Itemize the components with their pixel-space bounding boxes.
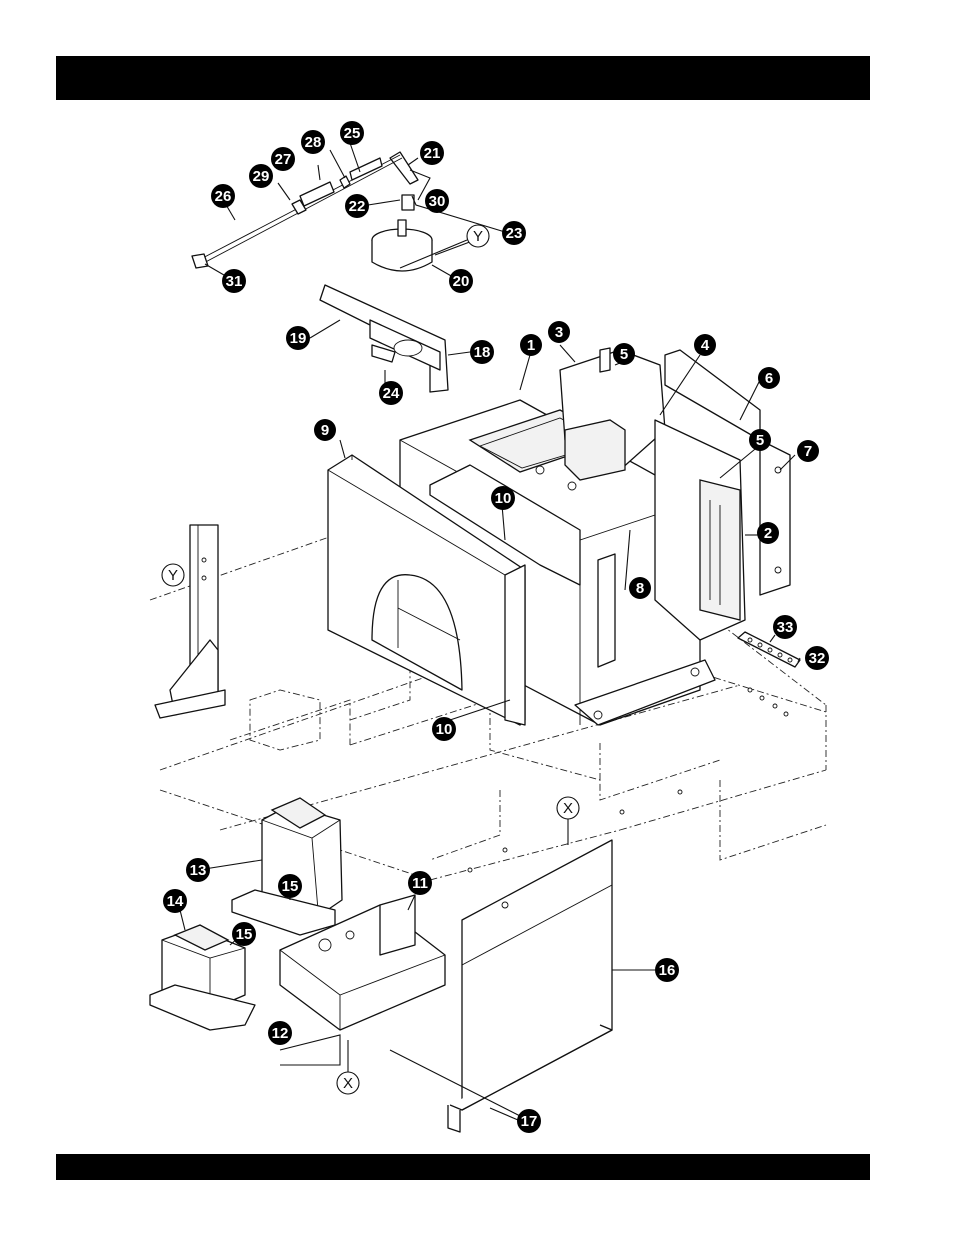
- callout-8: 8: [629, 577, 651, 599]
- ref-marker-y-left: Y: [162, 564, 184, 586]
- svg-text:8: 8: [636, 580, 644, 597]
- svg-text:27: 27: [275, 151, 292, 168]
- callout-30: 30: [425, 189, 449, 213]
- svg-text:23: 23: [506, 225, 523, 242]
- callout-16: 16: [655, 958, 679, 982]
- svg-text:33: 33: [777, 619, 794, 636]
- svg-text:15: 15: [282, 878, 299, 895]
- callout-31: 31: [222, 269, 246, 293]
- svg-text:26: 26: [215, 188, 232, 205]
- callout-18: 18: [470, 340, 494, 364]
- damper-assembly: [192, 152, 432, 271]
- callout-9: 9: [314, 419, 336, 441]
- callout-27: 27: [271, 147, 295, 171]
- callout-3: 3: [548, 321, 570, 343]
- ref-marker-x-bottom: X: [337, 1072, 359, 1094]
- svg-text:3: 3: [555, 324, 563, 341]
- callout-14: 14: [163, 889, 187, 913]
- callout-15-lower: 15: [232, 922, 256, 946]
- callout-20: 20: [449, 269, 473, 293]
- svg-text:Y: Y: [168, 567, 178, 584]
- callout-11: 11: [408, 871, 432, 895]
- svg-text:21: 21: [424, 145, 441, 162]
- svg-text:18: 18: [474, 344, 491, 361]
- svg-text:14: 14: [167, 893, 184, 910]
- svg-text:1: 1: [527, 337, 535, 354]
- svg-text:31: 31: [226, 273, 243, 290]
- svg-text:20: 20: [453, 273, 470, 290]
- callout-28: 28: [301, 130, 325, 154]
- svg-text:16: 16: [659, 962, 676, 979]
- reactor-13: [232, 798, 342, 935]
- svg-text:24: 24: [383, 385, 400, 402]
- svg-text:22: 22: [349, 198, 366, 215]
- callout-4: 4: [694, 334, 716, 356]
- callout-32: 32: [805, 646, 829, 670]
- support-post: [155, 525, 225, 718]
- svg-text:Y: Y: [473, 228, 483, 245]
- callout-17: 17: [517, 1109, 541, 1133]
- svg-text:6: 6: [765, 370, 773, 387]
- svg-text:29: 29: [253, 168, 270, 185]
- callout-10-bottom: 10: [432, 717, 456, 741]
- callout-26: 26: [211, 184, 235, 208]
- callout-19: 19: [286, 326, 310, 350]
- svg-text:X: X: [563, 800, 573, 817]
- svg-text:13: 13: [190, 862, 207, 879]
- callout-33: 33: [773, 615, 797, 639]
- svg-text:32: 32: [809, 650, 826, 667]
- svg-text:5: 5: [620, 346, 628, 363]
- svg-text:10: 10: [436, 721, 453, 738]
- svg-text:19: 19: [290, 330, 307, 347]
- cover-plate-16: [448, 840, 612, 1132]
- callout-1: 1: [520, 334, 542, 356]
- callout-6: 6: [758, 367, 780, 389]
- callout-10-top: 10: [491, 486, 515, 510]
- svg-text:28: 28: [305, 134, 322, 151]
- callout-13: 13: [186, 858, 210, 882]
- callout-15-upper: 15: [278, 874, 302, 898]
- callout-25: 25: [340, 121, 364, 145]
- svg-text:15: 15: [236, 926, 253, 943]
- callout-2: 2: [757, 522, 779, 544]
- ref-marker-y-top: Y: [467, 225, 489, 247]
- svg-text:11: 11: [412, 875, 428, 892]
- callout-12: 12: [268, 1021, 292, 1045]
- svg-text:7: 7: [804, 443, 812, 460]
- mount-bracket: [320, 285, 448, 392]
- svg-text:30: 30: [429, 193, 446, 210]
- callout-23: 23: [502, 221, 526, 245]
- svg-text:4: 4: [701, 337, 710, 354]
- callout-5-top: 5: [613, 343, 635, 365]
- svg-text:5: 5: [756, 432, 764, 449]
- svg-text:25: 25: [344, 125, 361, 142]
- svg-text:X: X: [343, 1075, 353, 1092]
- svg-text:12: 12: [272, 1025, 289, 1042]
- svg-text:9: 9: [321, 422, 329, 439]
- callout-24: 24: [379, 381, 403, 405]
- svg-text:10: 10: [495, 490, 512, 507]
- callout-22: 22: [345, 194, 369, 218]
- svg-text:2: 2: [764, 525, 772, 542]
- callout-29: 29: [249, 164, 273, 188]
- svg-text:17: 17: [521, 1113, 538, 1130]
- callout-7: 7: [797, 440, 819, 462]
- callout-21: 21: [420, 141, 444, 165]
- callout-5-mid: 5: [749, 429, 771, 451]
- ref-marker-x-top: X: [557, 797, 579, 819]
